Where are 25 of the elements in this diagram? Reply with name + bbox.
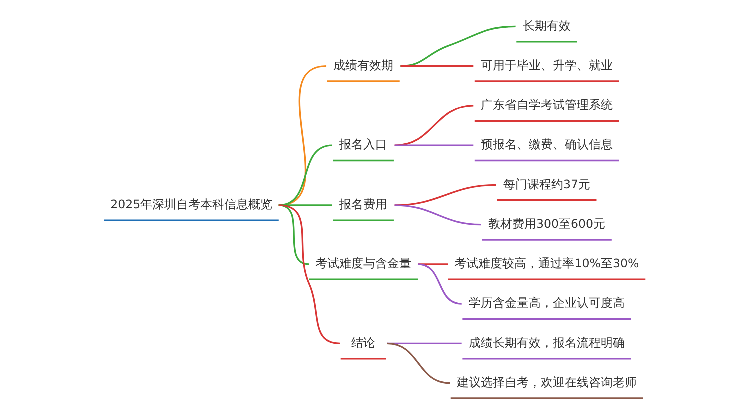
node-text: 长期有效 [522,18,571,33]
connector [400,26,516,68]
node-text: 广东省自学考试管理系统 [480,98,613,112]
node-text: 考试难度与含金量 [316,256,412,271]
connector [394,204,482,226]
node-text: 2025年深圳自考本科信息概览 [110,198,273,212]
connector [400,65,474,68]
node-text: 建议选择自考，欢迎在线咨询老师 [456,375,637,390]
node-text: 预报名、缴费、确认信息 [480,138,613,152]
node-text: 考试难度较高，通过率10%至30% [454,256,640,271]
node-text: 成绩有效期 [334,58,394,72]
node-text: 教材费用300至600元 [488,216,606,231]
connector [278,204,340,345]
node-text: 报名费用 [340,198,388,212]
node-text: 成绩长期有效，报名流程明确 [468,336,625,350]
node-text: 可用于毕业、升学、就业 [480,58,613,72]
connector [394,105,474,146]
node-text: 每门课程约37元 [503,177,590,192]
node-text: 学历含金量高，企业认可度高 [468,296,625,310]
connector [394,144,474,146]
connector [387,342,450,384]
connector [418,264,448,266]
node-text: 报名入口 [340,138,388,152]
connector [418,264,462,305]
node-text: 结论 [352,336,376,350]
